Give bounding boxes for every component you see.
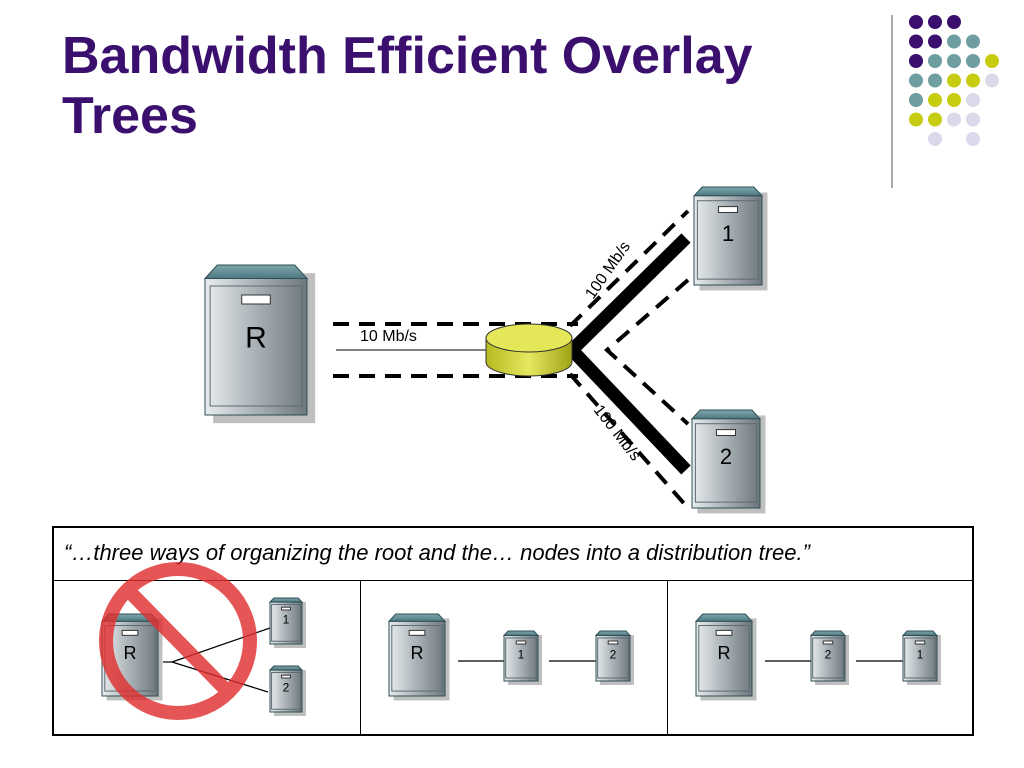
decorative-dot	[947, 93, 961, 107]
decorative-dot	[947, 54, 961, 68]
network-diagram: 10 Mb/s 100 Mb/s 100 Mb/s R12	[203, 186, 768, 514]
decorative-dot	[909, 112, 923, 127]
server-node1-icon: 1	[692, 186, 768, 291]
decorative-dot	[909, 15, 923, 29]
decorative-dot	[928, 34, 942, 49]
decorative-dot-grid	[891, 15, 999, 188]
slide-title: Bandwidth Efficient Overlay Trees	[62, 27, 753, 145]
decorative-dot	[928, 54, 942, 68]
decorative-dot	[966, 112, 980, 127]
decorative-dot	[966, 54, 980, 68]
decorative-dot	[928, 73, 942, 88]
server-node2-icon: 2	[690, 409, 766, 514]
server-root-icon: R	[203, 264, 316, 424]
decorative-dot	[985, 73, 999, 88]
decorative-dot	[947, 34, 961, 49]
link-root-label: 10 Mb/s	[360, 328, 417, 345]
decorative-dot	[928, 132, 942, 146]
decorative-dot	[909, 34, 923, 49]
dashed-branch-inner	[603, 278, 690, 426]
quote-row: “…three ways of organizing the root and …	[54, 528, 972, 581]
server-node2-icon-label: 2	[720, 444, 732, 469]
option-cell-3	[667, 581, 973, 734]
decorative-dot	[966, 34, 980, 49]
decorative-dot	[966, 73, 980, 88]
decorative-dot	[928, 112, 942, 127]
server-root-icon-label: R	[245, 322, 267, 355]
option-cell-1	[54, 581, 360, 734]
options-table: “…three ways of organizing the root and …	[52, 526, 974, 736]
dashed-branch-upper	[568, 209, 690, 328]
router-icon	[485, 323, 573, 377]
decorative-dot	[985, 54, 999, 68]
decorative-dot	[947, 112, 961, 127]
decorative-dot	[909, 73, 923, 88]
quote-text: “…three ways of organizing the root and …	[64, 540, 810, 565]
decorative-dot	[947, 73, 961, 88]
decorative-dot	[928, 93, 942, 107]
decorative-dot	[966, 132, 980, 146]
decorative-dot	[909, 93, 923, 107]
decorative-dot	[909, 54, 923, 68]
decorative-dot	[947, 15, 961, 29]
option-cell-2	[360, 581, 667, 734]
decorative-dot	[966, 93, 980, 107]
dashed-branch-lower	[568, 372, 690, 510]
server-node1-icon-label: 1	[722, 221, 734, 246]
decorative-dot	[928, 15, 942, 29]
